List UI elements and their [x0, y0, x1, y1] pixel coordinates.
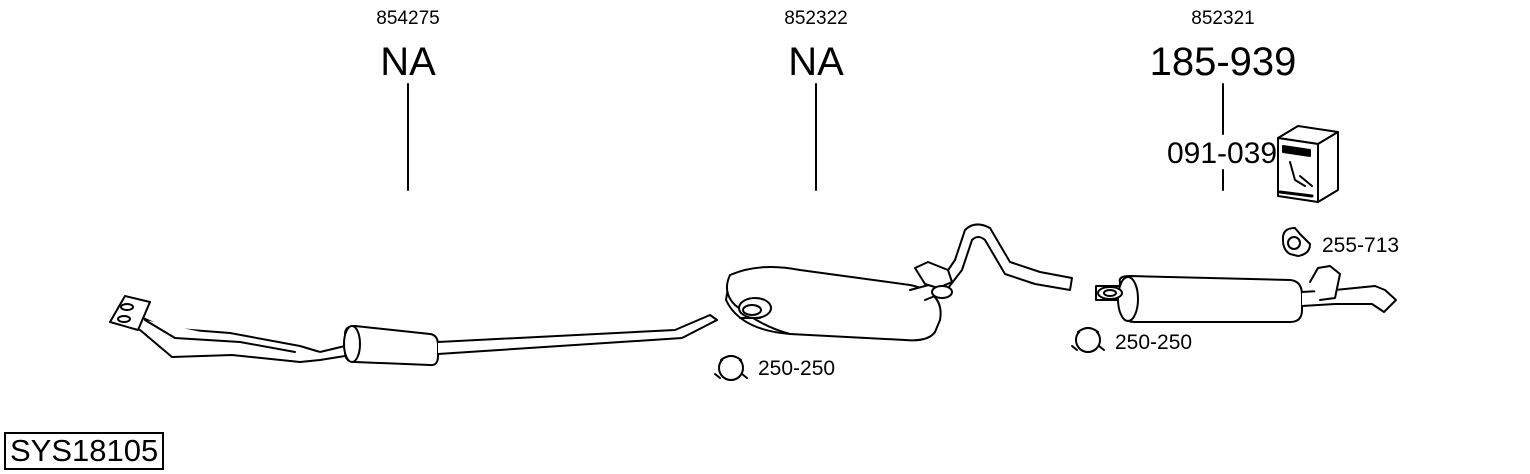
mounting-kit-box-icon — [1277, 125, 1339, 203]
middle-silencer — [725, 223, 1073, 342]
clamp-number-1: 250-250 — [758, 357, 836, 380]
rear-silencer — [1095, 265, 1397, 323]
clamp-icon-1 — [714, 355, 748, 381]
hanger-number: 255-713 — [1322, 234, 1400, 257]
part-number-rear: 185-939 — [1149, 40, 1297, 84]
clamp-number-2: 250-250 — [1115, 331, 1193, 354]
clamp-icon-2 — [1071, 327, 1105, 353]
system-id-box: SYS18105 — [4, 432, 165, 470]
rubber-hanger-icon — [1281, 227, 1311, 257]
part-number-front: NA — [380, 40, 436, 84]
part-ref-852322: 852322 — [784, 8, 848, 29]
front-pipe — [109, 295, 718, 367]
part-ref-854275: 854275 — [376, 8, 440, 29]
manifold-flange — [109, 295, 151, 331]
mounting-kit-number: 091-039 — [1167, 137, 1278, 170]
part-number-middle: NA — [788, 40, 844, 84]
part-ref-852321: 852321 — [1191, 8, 1255, 29]
